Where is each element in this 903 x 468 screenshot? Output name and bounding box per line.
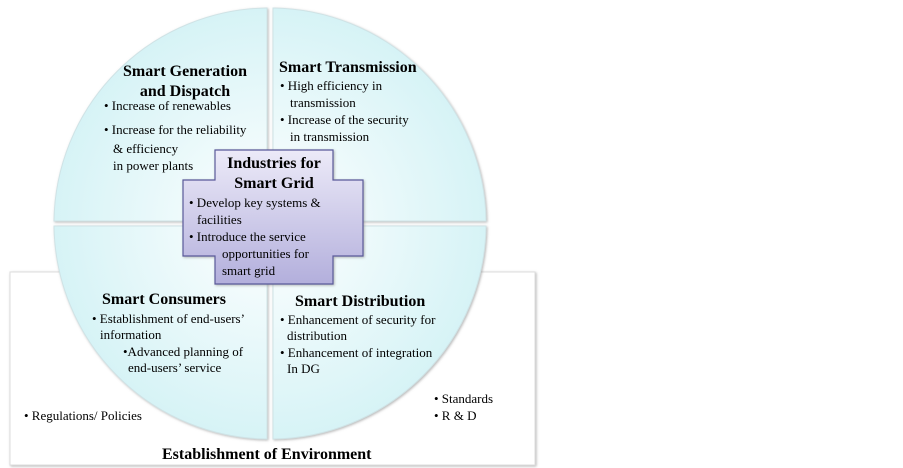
distribution-item: • Enhancement of security for: [280, 312, 436, 327]
consumers-item: • Establishment of end-users’: [92, 311, 245, 326]
environment-item: • R & D: [434, 408, 477, 423]
center-item: opportunities for: [222, 246, 310, 261]
generation-title: Smart Generation and Dispatch: [110, 62, 260, 102]
quadrant-generation: [53, 7, 268, 222]
consumers-item: information: [100, 327, 162, 342]
center-item: smart grid: [222, 263, 276, 278]
environment-item: • Regulations/ Policies: [24, 408, 142, 423]
transmission-item: • Increase of the security: [280, 112, 409, 127]
distribution-item: • Enhancement of integration: [280, 345, 433, 360]
center-title-line: Smart Grid: [234, 175, 314, 192]
transmission-item: • High efficiency in: [280, 78, 383, 93]
consumers-item: •Advanced planning of: [123, 344, 244, 359]
generation-item: & efficiency: [113, 141, 179, 156]
generation-item: • Increase for the reliability: [104, 122, 247, 137]
center-item: facilities: [197, 212, 242, 227]
transmission-item: in transmission: [290, 129, 370, 144]
center-title: Industries for Smart Grid: [185, 154, 363, 194]
generation-title-line: and Dispatch: [139, 83, 231, 100]
generation-item: • Increase of renewables: [104, 98, 231, 113]
generation-title-line: Smart Generation: [123, 63, 247, 80]
transmission-title: Smart Transmission: [279, 59, 417, 76]
transmission-item: transmission: [290, 95, 356, 110]
distribution-item: distribution: [287, 328, 347, 343]
center-item: • Develop key systems &: [189, 195, 321, 210]
distribution-title: Smart Distribution: [295, 293, 426, 310]
quadrant-consumers: [53, 225, 268, 440]
consumers-title: Smart Consumers: [102, 291, 226, 308]
consumers-item: end-users’ service: [128, 360, 222, 375]
distribution-item: In DG: [287, 361, 320, 376]
center-cross: [182, 149, 364, 285]
center-item: • Introduce the service: [189, 229, 306, 244]
environment-title: Establishment of Environment: [162, 446, 372, 463]
center-title-line: Industries for: [227, 155, 321, 172]
generation-item: in power plants: [113, 158, 194, 173]
environment-item: • Standards: [434, 391, 494, 406]
